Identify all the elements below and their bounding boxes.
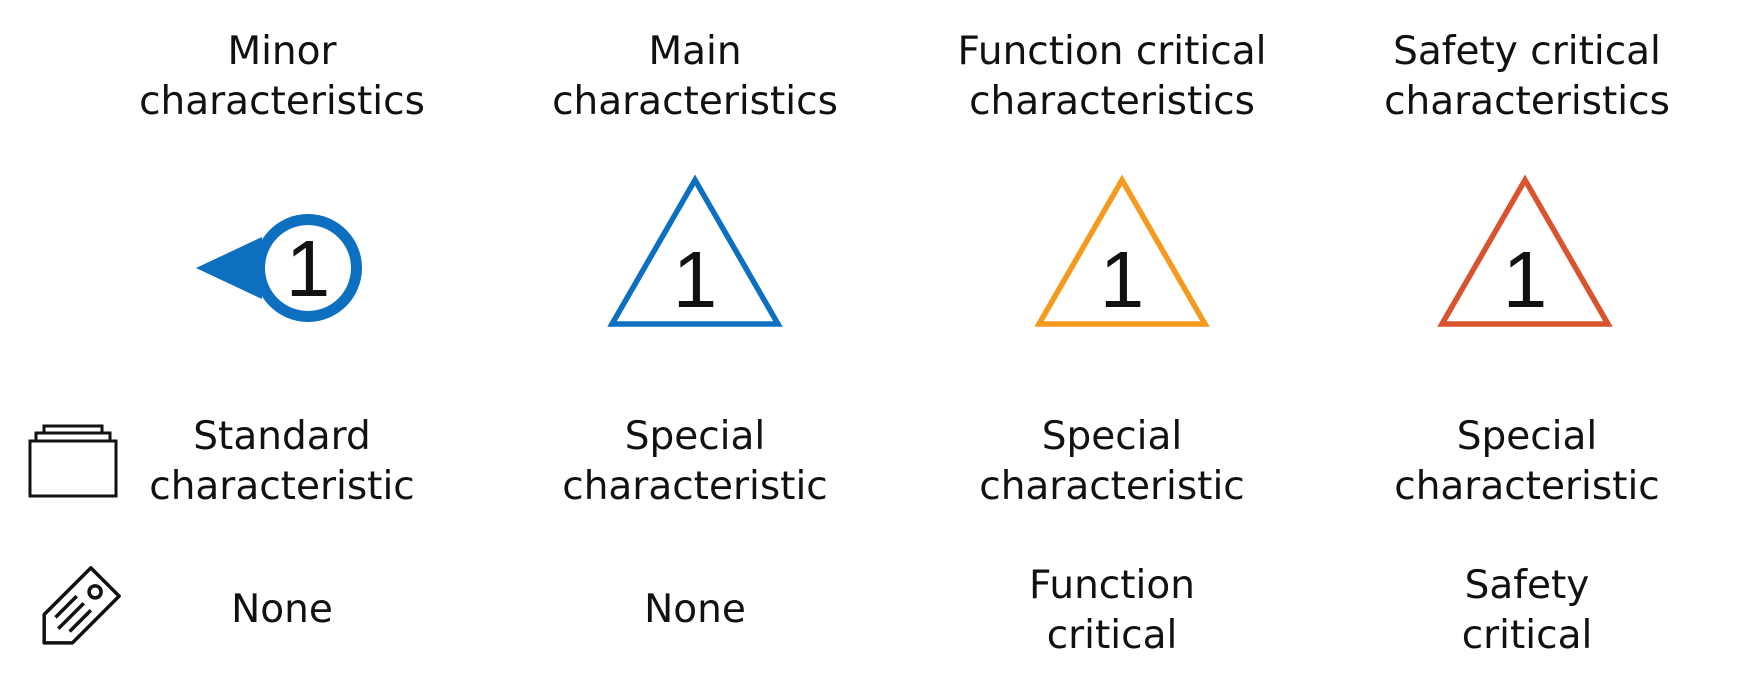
minor-characteristic-symbol: 1	[196, 214, 362, 322]
header-line: Main	[648, 29, 742, 74]
tag-line: Function	[1029, 563, 1195, 608]
tag-label-safety-critical: Safety critical	[1337, 561, 1717, 661]
header-line: Minor	[227, 29, 337, 74]
header-line: Function critical	[957, 29, 1267, 74]
column-header-function-critical: Function critical characteristics	[922, 27, 1302, 127]
header-line: characteristics	[1384, 79, 1670, 124]
tag-line: None	[231, 587, 333, 632]
header-line: Safety critical	[1393, 29, 1661, 74]
tag-line: None	[644, 587, 746, 632]
tag-line: critical	[1461, 613, 1593, 658]
symbol-number: 1	[1100, 235, 1145, 324]
characteristic-line: characteristic	[562, 464, 828, 509]
characteristic-line: Special	[1041, 414, 1183, 459]
header-line: characteristics	[552, 79, 838, 124]
tag-label-function-critical: Function critical	[922, 561, 1302, 661]
header-line: characteristics	[139, 79, 425, 124]
function-critical-symbol: 1	[1034, 174, 1210, 327]
tag-line: critical	[1046, 613, 1178, 658]
characteristic-line: characteristic	[1394, 464, 1660, 509]
characteristic-line: characteristic	[149, 464, 415, 509]
column-header-safety-critical: Safety critical characteristics	[1337, 27, 1717, 127]
column-header-minor: Minor characteristics	[92, 27, 472, 127]
characteristic-line: Standard	[193, 414, 371, 459]
characteristic-line: Special	[1456, 414, 1598, 459]
characteristic-line: Special	[624, 414, 766, 459]
symbol-number: 1	[673, 235, 718, 324]
characteristic-label-function-critical: Special characteristic	[922, 412, 1302, 512]
column-header-main: Main characteristics	[505, 27, 885, 127]
tag-label-minor: None	[92, 585, 472, 635]
tag-line: Safety	[1464, 563, 1590, 608]
safety-critical-symbol: 1	[1437, 174, 1613, 327]
symbol-number: 1	[286, 224, 331, 313]
symbol-number: 1	[1503, 235, 1548, 324]
characteristic-label-main: Special characteristic	[505, 412, 885, 512]
characteristic-label-minor: Standard characteristic	[92, 412, 472, 512]
characteristic-label-safety-critical: Special characteristic	[1337, 412, 1717, 512]
characteristic-line: characteristic	[979, 464, 1245, 509]
tag-label-main: None	[505, 585, 885, 635]
stacked-cards-icon	[28, 424, 118, 498]
tag-icon	[42, 566, 121, 645]
main-characteristic-symbol: 1	[607, 174, 783, 327]
header-line: characteristics	[969, 79, 1255, 124]
